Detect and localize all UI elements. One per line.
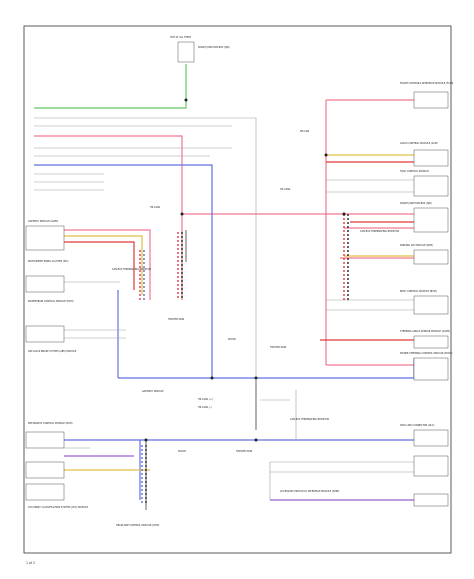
connector-right-5 <box>413 249 449 265</box>
connector-right-7 <box>413 335 449 349</box>
wire-yellow-1 <box>64 235 143 295</box>
label-left-module-6: OCCUPANT CLASSIFICATION SYSTEM (OCS) MOD… <box>28 506 89 509</box>
label-right-module-1: FRONT CONTROLS INTERFACE MODULE (FCIM) <box>400 82 453 85</box>
label-left-module-1: GATEWAY MODULE (GWM) <box>28 220 58 223</box>
connector-right-4 <box>413 207 449 233</box>
connector-right-2 <box>413 149 449 167</box>
twisted-pairs <box>139 214 349 505</box>
splice-dot <box>144 438 148 442</box>
label-bottom-4: SPLICE <box>178 450 186 453</box>
label-top-fuse: HOT AT ALL TIMES <box>170 36 192 39</box>
label-left-module-2: INSTRUMENT PANEL CLUSTER (IPC) <box>28 260 68 263</box>
wire-green-main <box>34 100 187 109</box>
splice-dot <box>324 153 328 157</box>
splice-dot <box>210 376 214 380</box>
label-center-1: HS-CAN1 <box>150 206 161 209</box>
splice-dot <box>254 376 258 380</box>
label-right-module-9: DATA LINK CONNECTOR (DLC) <box>400 424 435 427</box>
connector-left-4 <box>25 431 65 449</box>
label-right-module-6: BODY CONTROL MODULE (BCM) <box>400 290 437 293</box>
label-center-3: MS-CAN <box>300 130 309 133</box>
label-bottom-6: CAN BUS TERMINATING RESISTOR <box>290 418 329 421</box>
wire-gray-1 <box>34 117 257 378</box>
label-bottom-3: HS-CAN1 (-) <box>198 406 212 409</box>
connector-left-6 <box>25 483 65 501</box>
connector-right-1 <box>413 91 449 109</box>
wire-pink-top <box>34 135 183 300</box>
label-bottom-8: HEADLAMP CONTROL MODULE (HCM) <box>116 524 159 527</box>
label-right-module-3: HVAC CONTROL MODULE <box>400 170 429 173</box>
wire-blue-top <box>34 164 213 378</box>
connector-right-11 <box>413 493 449 507</box>
connector-left-2 <box>25 275 65 293</box>
connector-right-8 <box>413 357 449 381</box>
labels: HOT AT ALL TIMES SMART JUNCTION BOX (SJB… <box>26 36 453 565</box>
label-bottom-2: HS-CAN1 (+) <box>198 398 213 401</box>
wire-pink-horizontal <box>64 229 151 300</box>
splice-dot <box>342 212 346 216</box>
label-right-module-8: POWER STEERING CONTROL MODULE (PSCM) <box>400 352 452 355</box>
label-left-module-5: RESTRAINTS CONTROL MODULE (RCM) <box>28 422 73 425</box>
label-center-7: CAN BUS TERMINATING RESISTOR <box>360 230 399 233</box>
label-center-6: SPLICE <box>228 338 236 341</box>
splice-dot <box>254 438 258 442</box>
connector-right-3 <box>413 175 449 197</box>
label-center-8: TWISTED PAIR <box>270 346 287 349</box>
label-right-module-4: SMART JUNCTION BOX (SJB) <box>400 202 432 205</box>
label-top-fuse-detail: SMART JUNCTION BOX (SJB) <box>198 46 230 49</box>
label-center-5: TWISTED PAIR <box>168 318 185 321</box>
wire-red-1 <box>64 241 135 290</box>
label-bottom-1: GATEWAY MODULE <box>142 390 164 393</box>
splice-dot <box>180 212 184 216</box>
splice-dot <box>184 98 188 102</box>
connectors <box>25 41 449 507</box>
wire-layer <box>34 64 415 510</box>
label-left-module-4: ANTI-LOCK BRAKE SYSTEM (ABS) MODULE <box>28 350 77 353</box>
label-center-2: HS-CAN2 <box>280 188 291 191</box>
label-bottom-7: ACCESSORY PROTOCOL INTERFACE MODULE (API… <box>280 490 339 493</box>
label-left-module-3: POWERTRAIN CONTROL MODULE (PCM) <box>28 300 73 303</box>
splices <box>144 98 346 442</box>
page-number: 1 of 2 <box>26 561 35 565</box>
diagram-frame <box>23 25 452 554</box>
label-center-4: CAN BUS TERMINATING RESISTOR <box>112 268 151 271</box>
label-bottom-5: TWISTED PAIR <box>236 450 253 453</box>
connector-right-10 <box>413 455 449 477</box>
connector-left-5 <box>25 461 65 479</box>
connector-top-fuse <box>177 41 195 63</box>
connector-left-1 <box>25 225 65 251</box>
label-right-module-5: PARKING AID MODULE (PAM) <box>400 244 433 247</box>
connector-right-6 <box>413 295 449 315</box>
connector-right-9 <box>413 429 449 447</box>
connector-left-3 <box>25 325 65 343</box>
label-right-module-7: STEERING ANGLE SENSOR MODULE (SASM) <box>400 330 450 333</box>
label-right-module-2: AUDIO CONTROL MODULE (ACM) <box>400 142 438 145</box>
